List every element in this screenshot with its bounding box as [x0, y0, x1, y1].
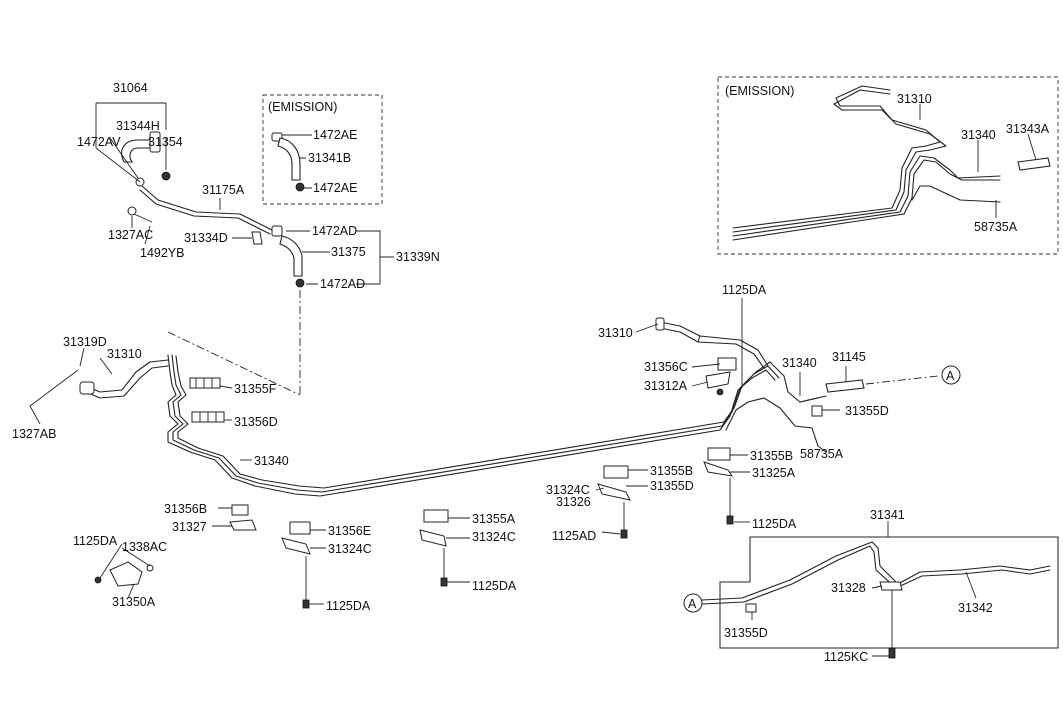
- label-31325A: 31325A: [752, 466, 796, 480]
- label-31354: 31354: [148, 135, 183, 149]
- label-31340-emission: 31340: [961, 128, 996, 142]
- label-31356E: 31356E: [328, 524, 371, 538]
- label-31324C-left: 31324C: [328, 542, 372, 556]
- label-31327: 31327: [172, 520, 207, 534]
- label-31324C-center: 31324C: [546, 483, 590, 497]
- label-31343A: 31343A: [1006, 122, 1050, 136]
- label-31355B-right: 31355B: [750, 449, 793, 463]
- label-1125AD: 1125AD: [552, 529, 596, 543]
- label-1125DA-top: 1125DA: [722, 283, 767, 297]
- emission-right-pipes: [732, 85, 1051, 241]
- bracket-31350A: [94, 561, 154, 587]
- label-1125DA-left: 1125DA: [73, 534, 118, 548]
- label-31355D-center: 31355D: [845, 404, 889, 418]
- label-31375: 31375: [331, 245, 366, 259]
- label-31319D: 31319D: [63, 335, 107, 349]
- label-31355D-bottom: 31355D: [724, 626, 768, 640]
- label-31355D-mid: 31355D: [650, 479, 694, 493]
- label-31341B: 31341B: [308, 151, 351, 165]
- label-31175A: 31175A: [202, 183, 245, 197]
- assembly-box-31341: [719, 536, 1059, 649]
- clip-31355A: [419, 509, 449, 587]
- label-1327AB: 1327AB: [12, 427, 56, 441]
- label-31342: 31342: [958, 601, 993, 615]
- label-31344H: 31344H: [116, 119, 160, 133]
- clip-31355B-center: [597, 465, 631, 539]
- label-31350A: 31350A: [112, 595, 156, 609]
- label-31145: 31145: [832, 350, 866, 364]
- main-fuel-lines: [167, 317, 827, 497]
- clip-31355D-upper: [811, 405, 823, 417]
- clip-31356E: [281, 521, 311, 609]
- label-58735A-center: 58735A: [800, 447, 844, 461]
- label-31341: 31341: [870, 508, 905, 522]
- label-31334D: 31334D: [184, 231, 228, 245]
- label-31340-left: 31340: [254, 454, 289, 468]
- label-31355F: 31355F: [234, 382, 277, 396]
- label-31339N: 31339N: [396, 250, 440, 264]
- label-1472AV: 1472AV: [77, 135, 121, 149]
- label-1338AC: 1338AC: [122, 540, 167, 554]
- clip-31356B: [229, 504, 257, 531]
- label-58735A-emission: 58735A: [974, 220, 1018, 234]
- label-1125DA-mid-left: 1125DA: [326, 599, 371, 613]
- label-1125DA-mid: 1125DA: [472, 579, 517, 593]
- label-31355B-center: 31355B: [650, 464, 693, 478]
- emission-label-right: (EMISSION): [725, 84, 794, 98]
- label-31310-left: 31310: [107, 347, 142, 361]
- clip-31355F: [189, 377, 221, 389]
- clip-31355B-right: [703, 447, 734, 525]
- label-31324C-mid: 31324C: [472, 530, 516, 544]
- label-31356B: 31356B: [164, 502, 207, 516]
- label-31356C: 31356C: [644, 360, 688, 374]
- emission-box-left: [262, 94, 383, 205]
- label-31326: 31326: [556, 495, 591, 509]
- label-31064: 31064: [113, 81, 148, 95]
- label-31356D: 31356D: [234, 415, 278, 429]
- label-1472AD-top: 1472AD: [312, 224, 357, 238]
- callout-a-upper-text: A: [946, 369, 955, 383]
- leader-lines: [29, 102, 1037, 657]
- emission-box-right: [717, 76, 1059, 255]
- upper-left-hoses: [121, 131, 305, 288]
- tube-31310-left: [79, 359, 169, 399]
- callout-a-upper: [941, 365, 961, 385]
- label-31328: 31328: [831, 581, 866, 595]
- label-1327AC: 1327AC: [108, 228, 153, 242]
- label-31312A: 31312A: [644, 379, 688, 393]
- label-1125KC: 1125KC: [824, 650, 868, 664]
- clip-31356C: [705, 357, 737, 396]
- label-1492YB: 1492YB: [140, 246, 184, 260]
- label-31310-emission: 31310: [897, 92, 932, 106]
- label-31355A: 31355A: [472, 512, 516, 526]
- clip-31356D: [191, 411, 225, 423]
- label-1472AE-bottom: 1472AE: [313, 181, 357, 195]
- callout-a-lower-text: A: [688, 597, 697, 611]
- emission-label-left: (EMISSION): [268, 100, 337, 114]
- label-1472AE-top: 1472AE: [313, 128, 357, 142]
- part-labels: 31064 31344H 1472AV 31354 31175A 1327AC …: [12, 81, 1050, 664]
- label-31340-center: 31340: [782, 356, 817, 370]
- fitting-31145: [825, 375, 939, 393]
- callout-a-lower: [683, 593, 703, 613]
- assembly-31341-pipes: [701, 541, 1051, 659]
- hose-31341B: [271, 132, 305, 192]
- label-1472AD-bottom: 1472AD: [320, 277, 365, 291]
- label-1125DA-right: 1125DA: [752, 517, 797, 531]
- label-31310-center: 31310: [598, 326, 633, 340]
